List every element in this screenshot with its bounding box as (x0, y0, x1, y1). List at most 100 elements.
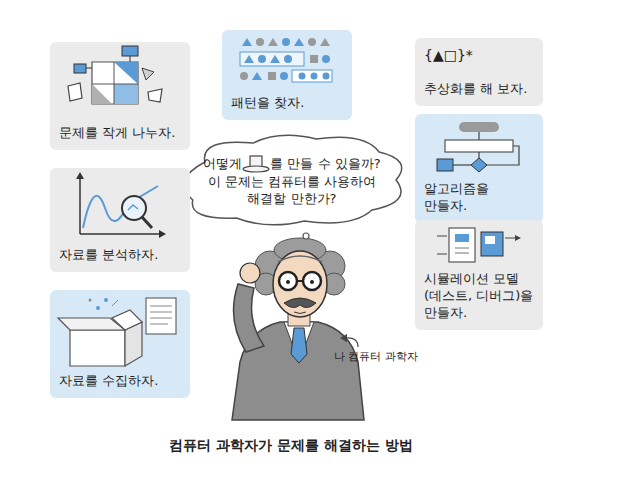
scientist-part (291, 328, 307, 363)
simulation-box: 시뮬레이션 모델 (데스트, 디버그)을 만들자. (415, 220, 543, 330)
decompose-icon-part (92, 62, 138, 104)
box-icon (50, 290, 190, 372)
scientist-part (273, 251, 327, 317)
scientist-part (286, 280, 290, 284)
graph-icon-part (80, 233, 162, 235)
thought-text: 이 문제는 컴퓨터를 사용하여 해결할 만한가? (201, 173, 383, 207)
decompose-icon-part (114, 84, 138, 104)
pattern-icon-part (282, 38, 290, 46)
decompose-icon-part (92, 84, 112, 104)
step-label: 추상화를 해 보자. (424, 80, 534, 97)
flowchart-icon-part (478, 152, 479, 158)
decompose-box: 문제를 작게 나누자. (50, 42, 190, 150)
decompose-icon-part (92, 84, 138, 85)
pattern-box: 패턴을 찾자. (222, 30, 352, 120)
decompose-icon-part (142, 68, 154, 80)
step-label: 자료를 분석하자. (59, 246, 181, 263)
pattern-icon-part (252, 72, 262, 80)
pattern-icon-part (284, 55, 292, 63)
decompose-icon-part (114, 62, 115, 104)
graph-icon-part (83, 186, 158, 228)
scientist-part (284, 322, 314, 362)
pattern-icon-part (322, 55, 330, 63)
step-label: 자료를 수집하자. (59, 372, 181, 389)
thought-bubble: 어떻게 를 만들 수 있을까?이 문제는 컴퓨터를 사용하여 해결할 만한가? (171, 130, 413, 230)
graph-icon (50, 168, 190, 248)
box-icon-part (96, 306, 100, 310)
abstraction-box: {▲□}* 추상화를 해 보자. (415, 38, 543, 106)
simulation-icon-part (455, 253, 469, 254)
pattern-icon-part (299, 73, 306, 80)
name-label: 나 컴퓨터 과학자 (334, 350, 418, 364)
hat-icon (242, 155, 270, 173)
pattern-icon-part (323, 73, 330, 80)
decompose-icon-part (148, 89, 162, 102)
graph-icon-part (159, 230, 166, 238)
pattern-icon-part (308, 38, 316, 46)
flowchart-icon-part (453, 164, 471, 165)
thought-cloud-part (184, 135, 401, 225)
box-icon-part (150, 312, 172, 313)
pattern-icon-part (256, 38, 264, 46)
scientist-part (310, 280, 314, 284)
scientist-part (284, 298, 316, 308)
pattern-icon-part (320, 38, 330, 46)
pattern-icon-part (270, 55, 280, 63)
graph-icon-part (128, 205, 138, 210)
scientist-part (234, 284, 265, 352)
simulation-icon-part (481, 232, 503, 256)
pattern-icon-part (310, 55, 318, 63)
pattern-icon-part (280, 72, 288, 80)
simulation-icon-part (485, 236, 495, 244)
cloud-line: 어떻게 를 만들 수 있을까? (201, 153, 383, 173)
cloud-text: 어떻게 를 만들 수 있을까?이 문제는 컴퓨터를 사용하여 해결할 만한가? (201, 153, 383, 207)
scientist-part (303, 272, 321, 290)
caption: 컴퓨터 과학자가 문제를 해결하는 방법 (90, 436, 492, 454)
simulation-icon (415, 220, 543, 270)
thought-text: 를 만들 수 있을까? (270, 156, 380, 171)
box-icon-part (70, 330, 125, 366)
flowchart-icon-part (487, 146, 519, 165)
graph-icon-part (79, 176, 81, 234)
pattern-icon-part (240, 52, 304, 66)
scientist-part (279, 272, 297, 290)
algorithm-box: 알고리즘을 만들자. (415, 114, 543, 223)
pattern-icon (222, 30, 352, 94)
graph-icon-part (76, 172, 84, 179)
collect-box: 자료를 수집하자. (50, 290, 190, 398)
pattern-icon-part (294, 38, 304, 46)
step-label: 알고리즘을 만들자. (424, 180, 534, 214)
box-icon-part (104, 298, 108, 302)
simulation-icon-part (515, 235, 521, 241)
scientist-part (240, 263, 260, 283)
thought-text: 어떻게 (203, 156, 242, 171)
pattern-icon-part (258, 55, 266, 63)
flowchart-icon-part (445, 140, 513, 152)
box-icon-part (150, 318, 172, 319)
simulation-icon-part (455, 248, 469, 249)
graph-icon-part (142, 217, 152, 228)
simulation-icon-part (437, 236, 447, 237)
flowchart-icon (415, 114, 543, 184)
pattern-icon-part (242, 38, 252, 46)
flowchart-icon-part (478, 132, 479, 140)
flowchart-icon-part (459, 122, 499, 132)
scientist-part (297, 280, 303, 282)
decompose-icon-part (68, 83, 82, 101)
flowchart-icon-part (437, 159, 453, 171)
simulation-icon-part (455, 234, 469, 242)
decompose-icon-part (86, 68, 92, 69)
step-label: 시뮬레이션 모델 (데스트, 디버그)을 만들자. (424, 270, 534, 321)
box-icon-part (112, 300, 118, 306)
pattern-icon-part (244, 55, 254, 63)
pattern-icon-part (311, 73, 318, 80)
box-icon-part (89, 299, 92, 302)
simulation-icon-part (437, 254, 447, 255)
flowchart-icon-part (471, 158, 487, 172)
step-label: 문제를 작게 나누자. (59, 124, 181, 141)
abstraction-symbol: {▲□}* (424, 46, 534, 64)
pattern-icon-part (268, 38, 278, 46)
pattern-icon-part (240, 72, 248, 80)
